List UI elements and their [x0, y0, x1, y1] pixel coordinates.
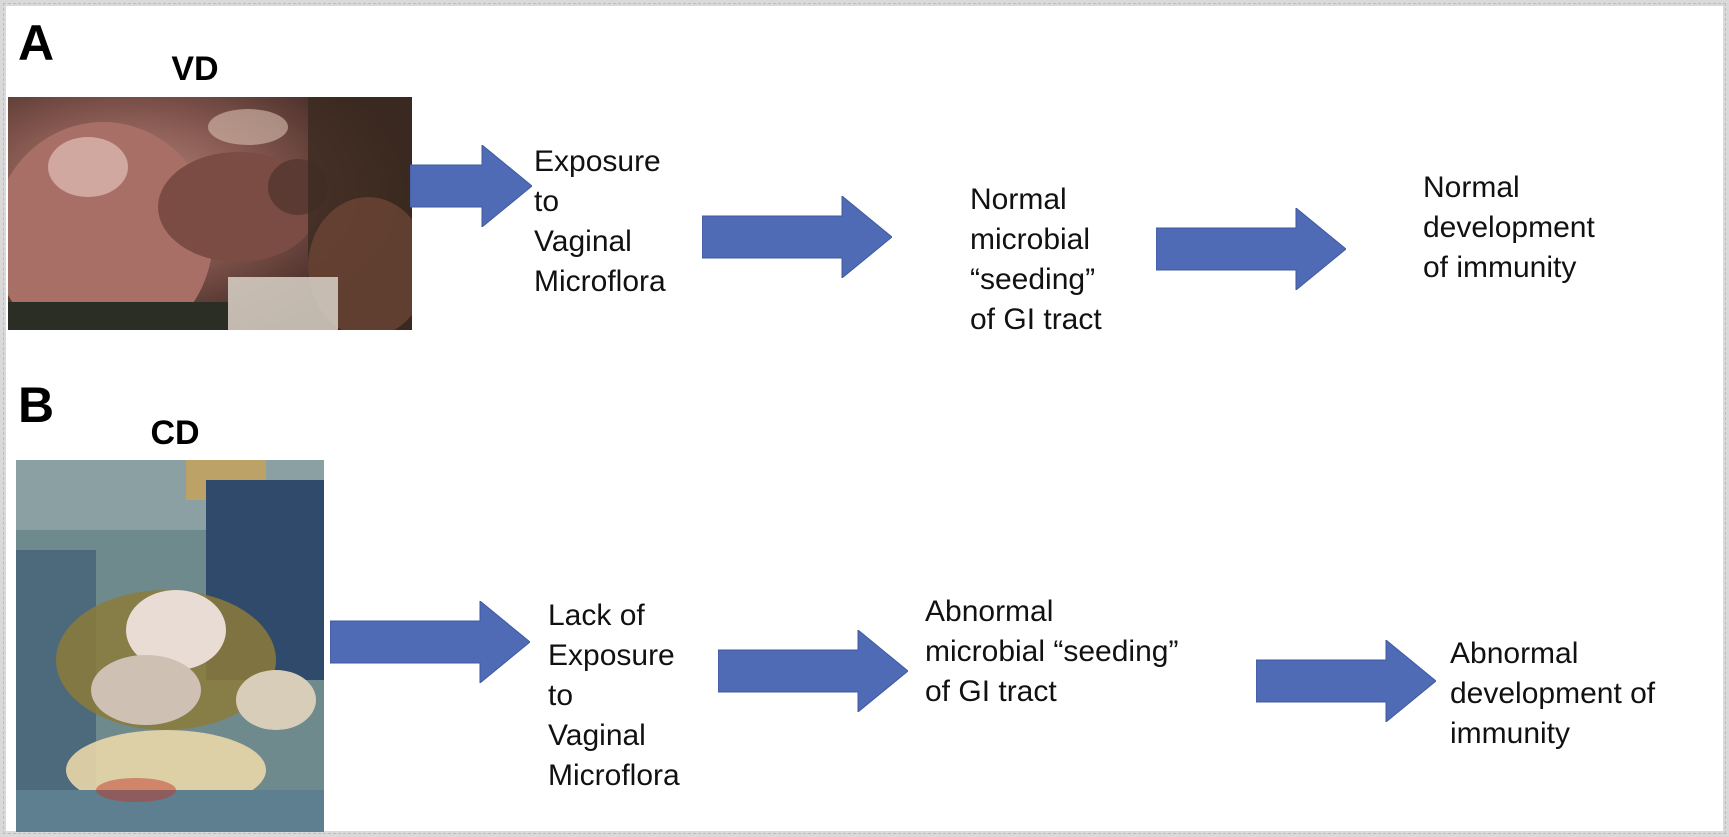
arrow-a-3 [1156, 208, 1346, 290]
arrow-b-3 [1256, 640, 1436, 722]
cesarean-delivery-photo [16, 460, 324, 832]
step-a-exposure: Exposure to Vaginal Microflora [534, 142, 666, 302]
vaginal-delivery-photo [8, 97, 412, 330]
arrow-b-2 [718, 630, 908, 712]
panel-a-letter: A [18, 18, 54, 68]
step-b-seeding: Abnormal microbial “seeding” of GI tract [925, 592, 1178, 712]
vd-label: VD [150, 52, 240, 86]
cd-label: CD [130, 416, 220, 450]
step-b-immunity: Abnormal development of immunity [1450, 634, 1655, 754]
step-b-lack-exposure: Lack of Exposure to Vaginal Microflora [548, 596, 680, 796]
step-a-seeding: Normal microbial “seeding” of GI tract [970, 180, 1102, 340]
panel-b-letter: B [18, 380, 54, 430]
arrow-a-1 [410, 145, 532, 227]
step-a-immunity: Normal development of immunity [1423, 168, 1595, 288]
arrow-b-1 [330, 601, 530, 683]
arrow-a-2 [702, 196, 892, 278]
